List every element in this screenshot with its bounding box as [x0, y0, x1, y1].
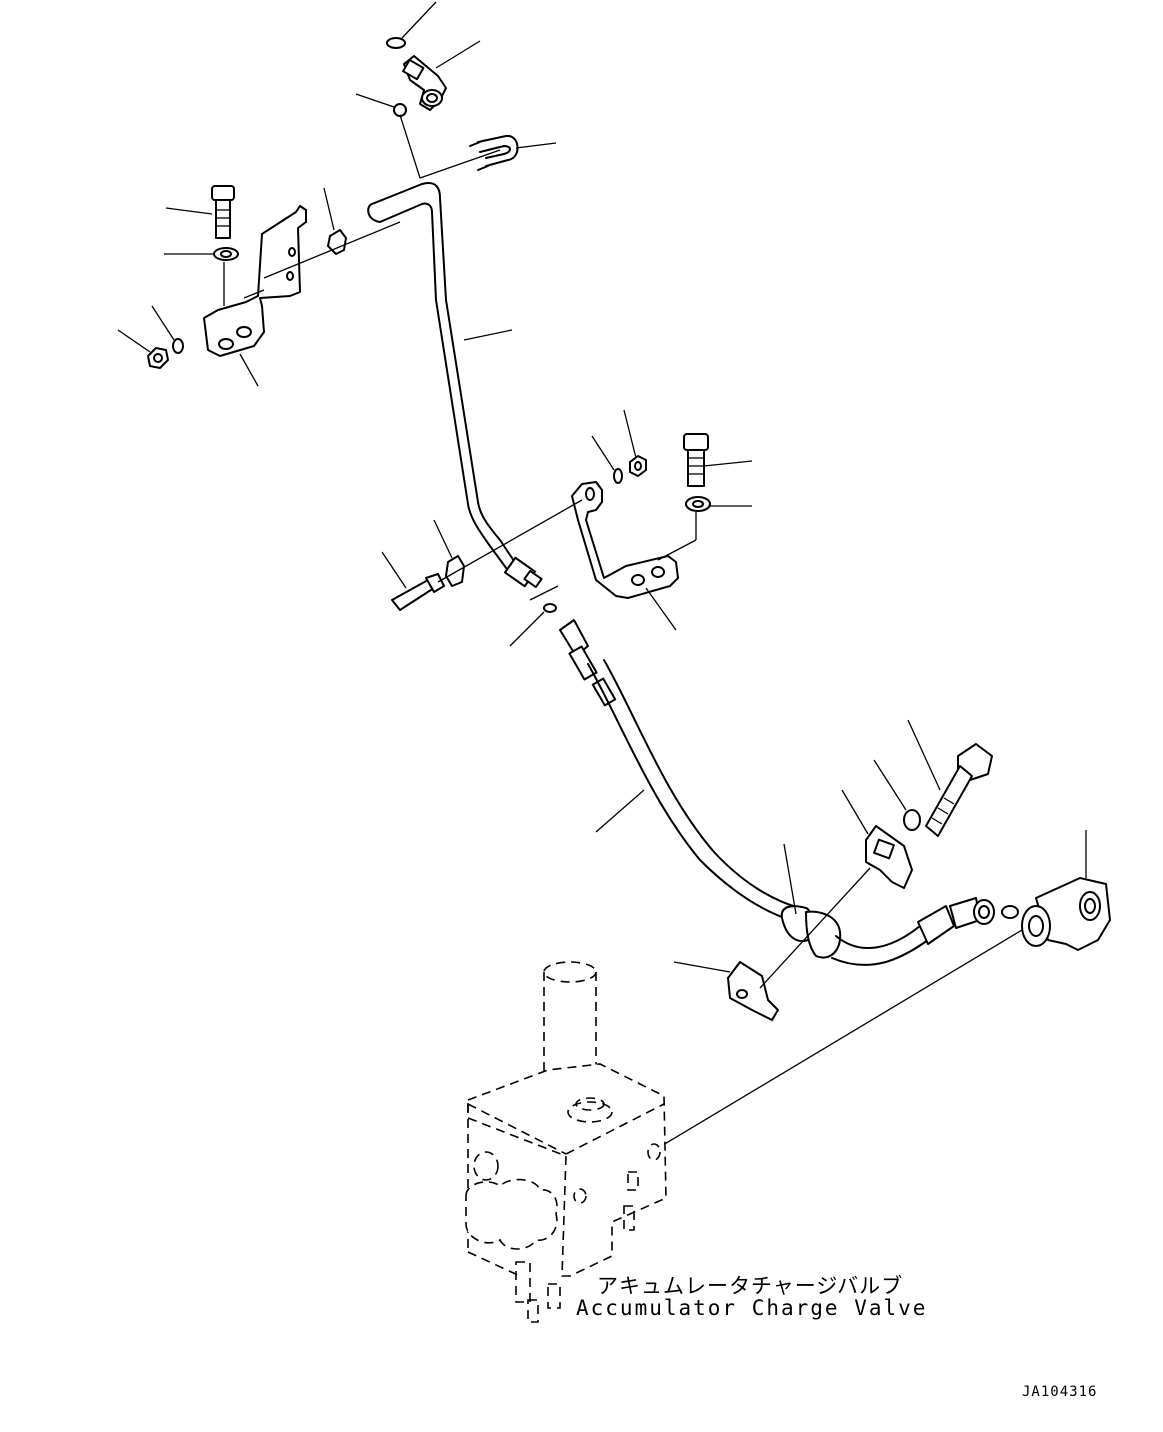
- hose-end-o-ring: [1002, 906, 1018, 918]
- middle-spring-washer: [592, 436, 622, 483]
- component-label-english: Accumulator Charge Valve: [576, 1296, 928, 1320]
- assembly-line: [244, 290, 264, 298]
- middle-clamp-bolt: [382, 552, 444, 610]
- assembly-line: [400, 115, 420, 178]
- top-o-ring: [387, 2, 436, 48]
- lower-bolt: [908, 720, 992, 836]
- elbow-fitting: [403, 41, 480, 110]
- accumulator-charge-valve: [466, 962, 666, 1322]
- middle-nut: [624, 410, 646, 476]
- assembly-line: [264, 222, 400, 278]
- flexible-hose: [560, 620, 994, 965]
- u-bolt: [470, 136, 556, 170]
- assembly-line: [658, 930, 1022, 1148]
- hydraulic-tube: [368, 183, 520, 576]
- upper-washer: [164, 248, 238, 306]
- middle-clamp: [434, 520, 464, 586]
- middle-bolt: [684, 434, 752, 486]
- hose-clamp-ring: [784, 844, 796, 914]
- tube-end-fitting: [505, 558, 542, 587]
- hose-o-ring: [510, 604, 556, 646]
- upper-spring-washer: [152, 306, 183, 353]
- assembly-line: [420, 150, 500, 178]
- upper-bolt: [166, 186, 234, 238]
- middle-washer: [658, 497, 752, 560]
- small-o-ring: [356, 94, 406, 116]
- upper-nut: [118, 330, 168, 368]
- upper-clamp-half: [842, 790, 912, 888]
- lower-clamp-half: [674, 962, 778, 1020]
- lower-washer: [874, 760, 920, 830]
- tee-fitting: [1022, 830, 1110, 950]
- upper-bracket: [204, 206, 306, 386]
- assembly-line: [438, 500, 582, 582]
- middle-bracket: [572, 482, 678, 630]
- assembly-line: [760, 868, 870, 988]
- drawing-number: JA104316: [1022, 1384, 1098, 1400]
- component-label-japanese: アキュムレータチャージバルブ: [597, 1274, 904, 1298]
- leader-line: [530, 586, 558, 600]
- upper-clamp: [324, 188, 346, 254]
